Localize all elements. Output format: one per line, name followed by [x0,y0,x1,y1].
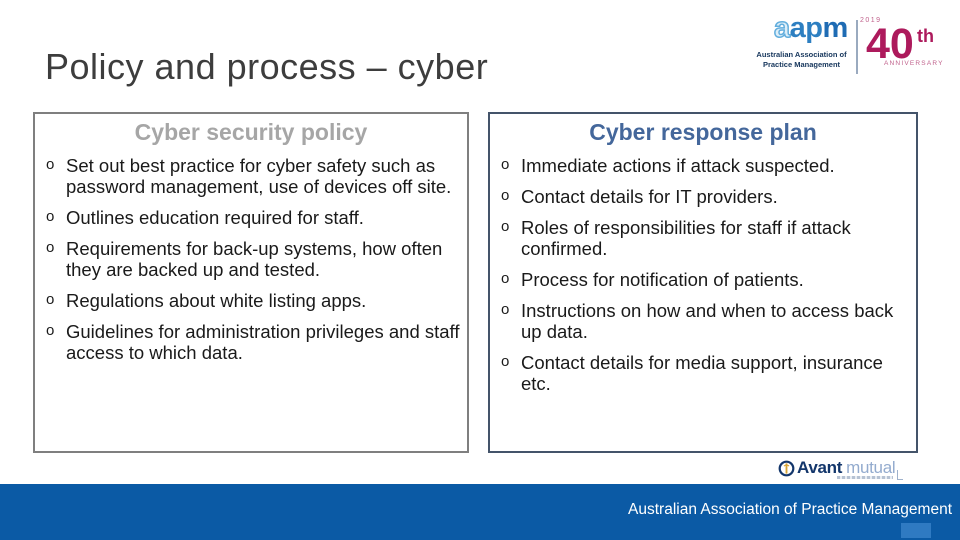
cyber-security-policy-box: Cyber security policy Set out best pract… [33,112,469,453]
avant-mutual-logo: Avant mutual [774,454,908,482]
aapm-wordmark-a: a [773,12,791,44]
avant-logo-tick [897,470,904,480]
aapm-logo-divider [856,20,858,74]
list-item: Requirements for back-up systems, how of… [45,237,463,280]
list-item: Regulations about white listing apps. [45,289,463,311]
right-box-heading: Cyber response plan [589,119,817,145]
aapm-wordmark-m: m [822,12,848,44]
footer-text: Australian Association of Practice Manag… [628,501,952,518]
slide-title: Policy and process – cyber [45,46,489,87]
list-item: Outlines education required for staff. [45,206,463,228]
cyber-response-plan-box: Cyber response plan Immediate actions if… [488,112,918,453]
avant-tagline-decoration [837,476,893,479]
aapm-subtitle-line2: Practice Management [762,59,841,69]
aapm-wordmark-icon: aapm [773,12,848,44]
list-item: Contact details for media support, insur… [500,351,912,394]
footer-bar: Australian Association of Practice Manag… [0,484,960,540]
list-item: Immediate actions if attack suspected. [500,154,912,176]
list-item: Roles of responsibilities for staff if a… [500,216,912,259]
aapm-subtitle-line1: Australian Association of [756,50,847,59]
slide-number-placeholder [901,523,931,538]
aapm-40th-icon: 40 [866,20,914,68]
aapm-year-label: 2019 [860,17,882,24]
avant-mutual-label: mutual [846,458,896,477]
aapm-wordmark-ap: ap [789,12,823,44]
left-bullet-list: Set out best practice for cyber safety s… [45,154,463,363]
list-item: Contact details for IT providers. [500,185,912,207]
list-item: Instructions on how and when to access b… [500,299,912,342]
aapm-40th-suffix: th [917,26,934,46]
list-item: Process for notification of patients. [500,268,912,290]
right-bullet-list: Immediate actions if attack suspected. C… [500,154,912,394]
avant-emblem-icon [778,460,795,476]
left-box-heading: Cyber security policy [134,119,368,145]
list-item: Set out best practice for cyber safety s… [45,154,463,197]
aapm-anniversary-label: ANNIVERSARY [884,60,944,67]
avant-name-label: Avant [797,458,843,477]
list-item: Guidelines for administration privileges… [45,320,463,363]
